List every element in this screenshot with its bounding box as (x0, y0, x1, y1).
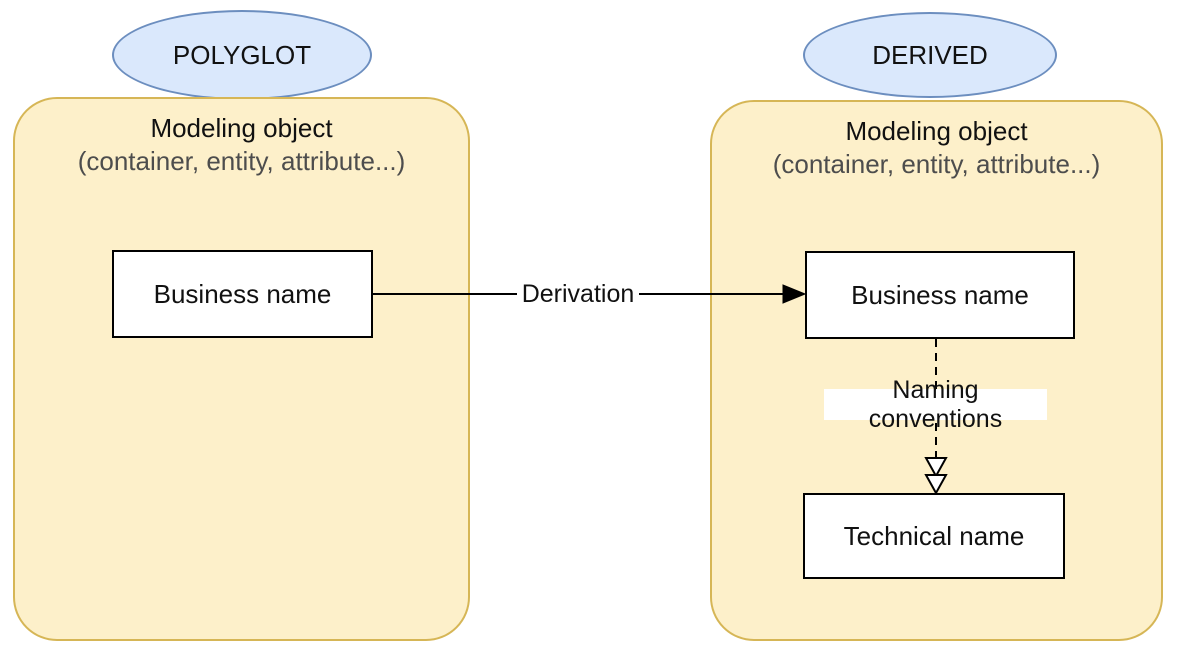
polyglot-business-name-label: Business name (153, 278, 332, 309)
polyglot-badge-ellipse: POLYGLOT (112, 10, 372, 100)
derived-business-name-node: Business name (805, 251, 1075, 339)
derived-technical-name-label: Technical name (843, 520, 1025, 551)
derivation-edge-label: Derivation (517, 278, 639, 310)
derived-badge-ellipse: DERIVED (803, 12, 1057, 98)
derived-technical-name-node: Technical name (803, 493, 1065, 579)
polyglot-container-subtitle: (container, entity, attribute...) (77, 146, 406, 176)
derived-container-title: Modeling object (845, 116, 1028, 146)
polyglot-container: Modeling object (container, entity, attr… (13, 97, 470, 641)
derived-badge-label: DERIVED (872, 39, 988, 70)
polyglot-business-name-node: Business name (112, 250, 373, 338)
derived-container-header: Modeling object (container, entity, attr… (712, 115, 1161, 181)
polyglot-container-title: Modeling object (150, 113, 333, 143)
naming-conventions-edge-label: Naming conventions (824, 376, 1047, 433)
polyglot-container-header: Modeling object (container, entity, attr… (15, 112, 468, 178)
derived-container-subtitle: (container, entity, attribute...) (772, 149, 1101, 179)
polyglot-badge-label: POLYGLOT (172, 39, 312, 70)
derived-business-name-label: Business name (851, 279, 1029, 310)
